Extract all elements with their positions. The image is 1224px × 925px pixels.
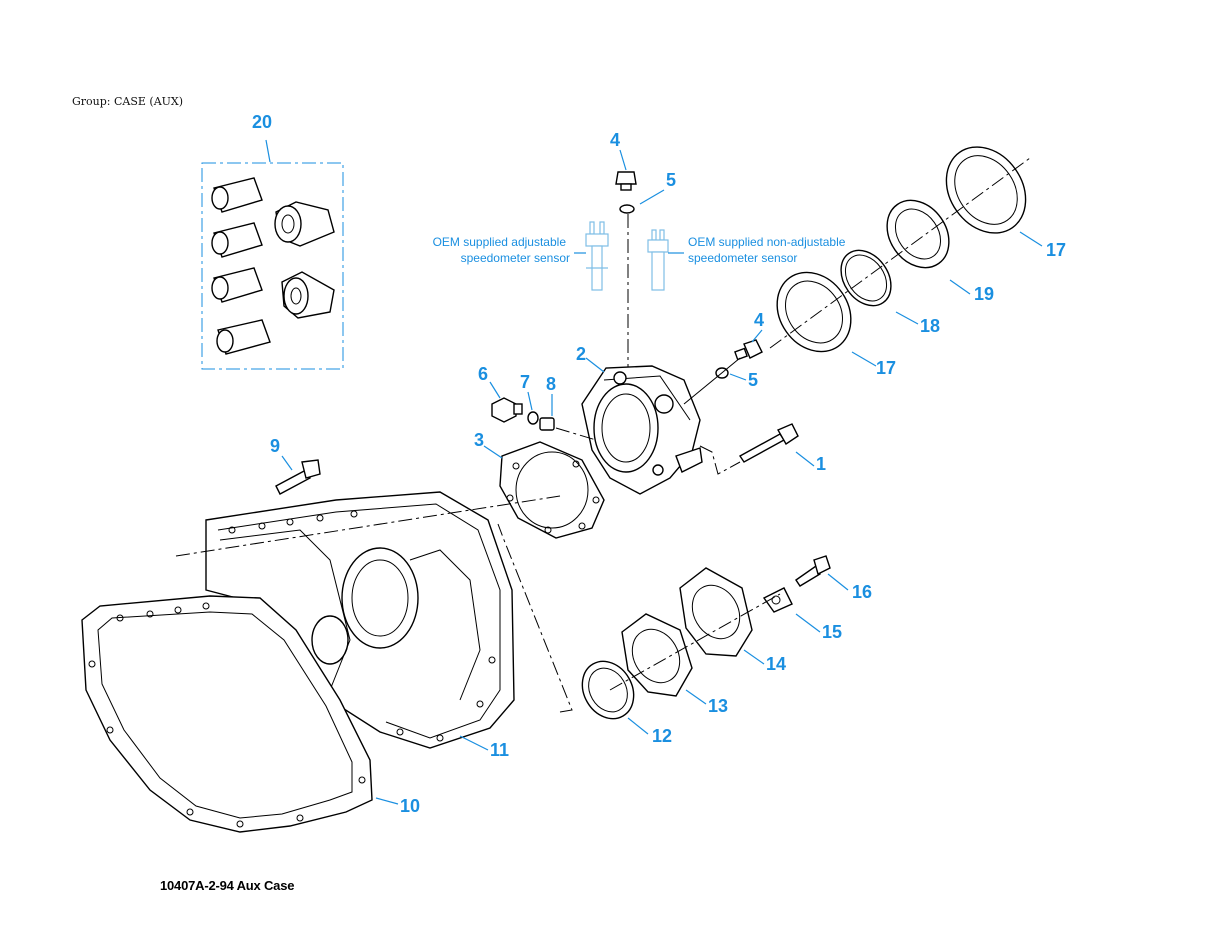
callout-18: 18 xyxy=(920,316,940,336)
note-adjustable-line1: OEM supplied adjustable xyxy=(433,235,567,249)
figure-caption: 10407A-2-94 Aux Case xyxy=(160,878,295,893)
note-non-adjustable-line2: speedometer sensor xyxy=(688,251,797,265)
gasket-3 xyxy=(499,441,605,539)
callout-11: 11 xyxy=(490,740,509,760)
aux-case-11 xyxy=(205,491,515,749)
callout-20: 20 xyxy=(252,112,272,132)
callout-2: 2 xyxy=(576,344,586,364)
drive-gear-adapter xyxy=(274,201,335,247)
callout-3: 3 xyxy=(474,430,484,450)
adjustable-speedometer-sensor xyxy=(585,221,609,291)
callout-6: 6 xyxy=(478,364,488,384)
callout-4-top: 4 xyxy=(610,130,620,150)
bracket-15 xyxy=(762,587,793,613)
piston-8 xyxy=(539,417,555,431)
callout-12: 12 xyxy=(652,726,672,746)
kit-20-group xyxy=(201,139,344,370)
callout-14: 14 xyxy=(766,654,786,674)
callout-5-top: 5 xyxy=(666,170,676,190)
note-adjustable-line2: speedometer sensor xyxy=(461,251,570,265)
gasket-13 xyxy=(621,613,693,697)
callout-17-upper: 17 xyxy=(1046,240,1066,260)
callout-16: 16 xyxy=(852,582,872,602)
callout-1: 1 xyxy=(816,454,826,474)
bolt-9 xyxy=(275,459,321,495)
sleeve-bushing xyxy=(211,267,263,303)
group-label: Group: CASE (AUX) xyxy=(72,95,184,108)
callout-9: 9 xyxy=(270,436,280,456)
o-ring-7 xyxy=(527,411,539,425)
sleeve-bushing xyxy=(216,319,271,355)
top-plug-bolt xyxy=(615,171,637,214)
callout-10: 10 xyxy=(400,796,420,816)
plug-6 xyxy=(491,397,523,423)
cover-14 xyxy=(679,567,753,657)
callout-17-lower: 17 xyxy=(876,358,896,378)
callout-7: 7 xyxy=(520,372,530,392)
bolt-16 xyxy=(795,555,831,587)
non-adjustable-speedometer-sensor xyxy=(647,229,669,291)
shim-12 xyxy=(581,660,635,720)
seal-17-lower xyxy=(776,271,852,353)
retainer-19 xyxy=(886,199,950,269)
bolt-1 xyxy=(738,423,799,463)
callout-leaders xyxy=(281,149,1043,805)
callout-4-side: 4 xyxy=(754,310,764,330)
gasket-10 xyxy=(81,595,373,833)
note-non-adjustable-line1: OEM supplied non-adjustable xyxy=(688,235,846,249)
callout-13: 13 xyxy=(708,696,728,716)
callout-15: 15 xyxy=(822,622,842,642)
callout-8: 8 xyxy=(546,374,556,394)
aux-housing xyxy=(581,365,703,495)
callout-5-side: 5 xyxy=(748,370,758,390)
sleeve-bushing xyxy=(211,222,263,258)
drive-gear-cone xyxy=(281,271,335,319)
sleeve-bushing xyxy=(211,177,263,213)
callout-19: 19 xyxy=(974,284,994,304)
